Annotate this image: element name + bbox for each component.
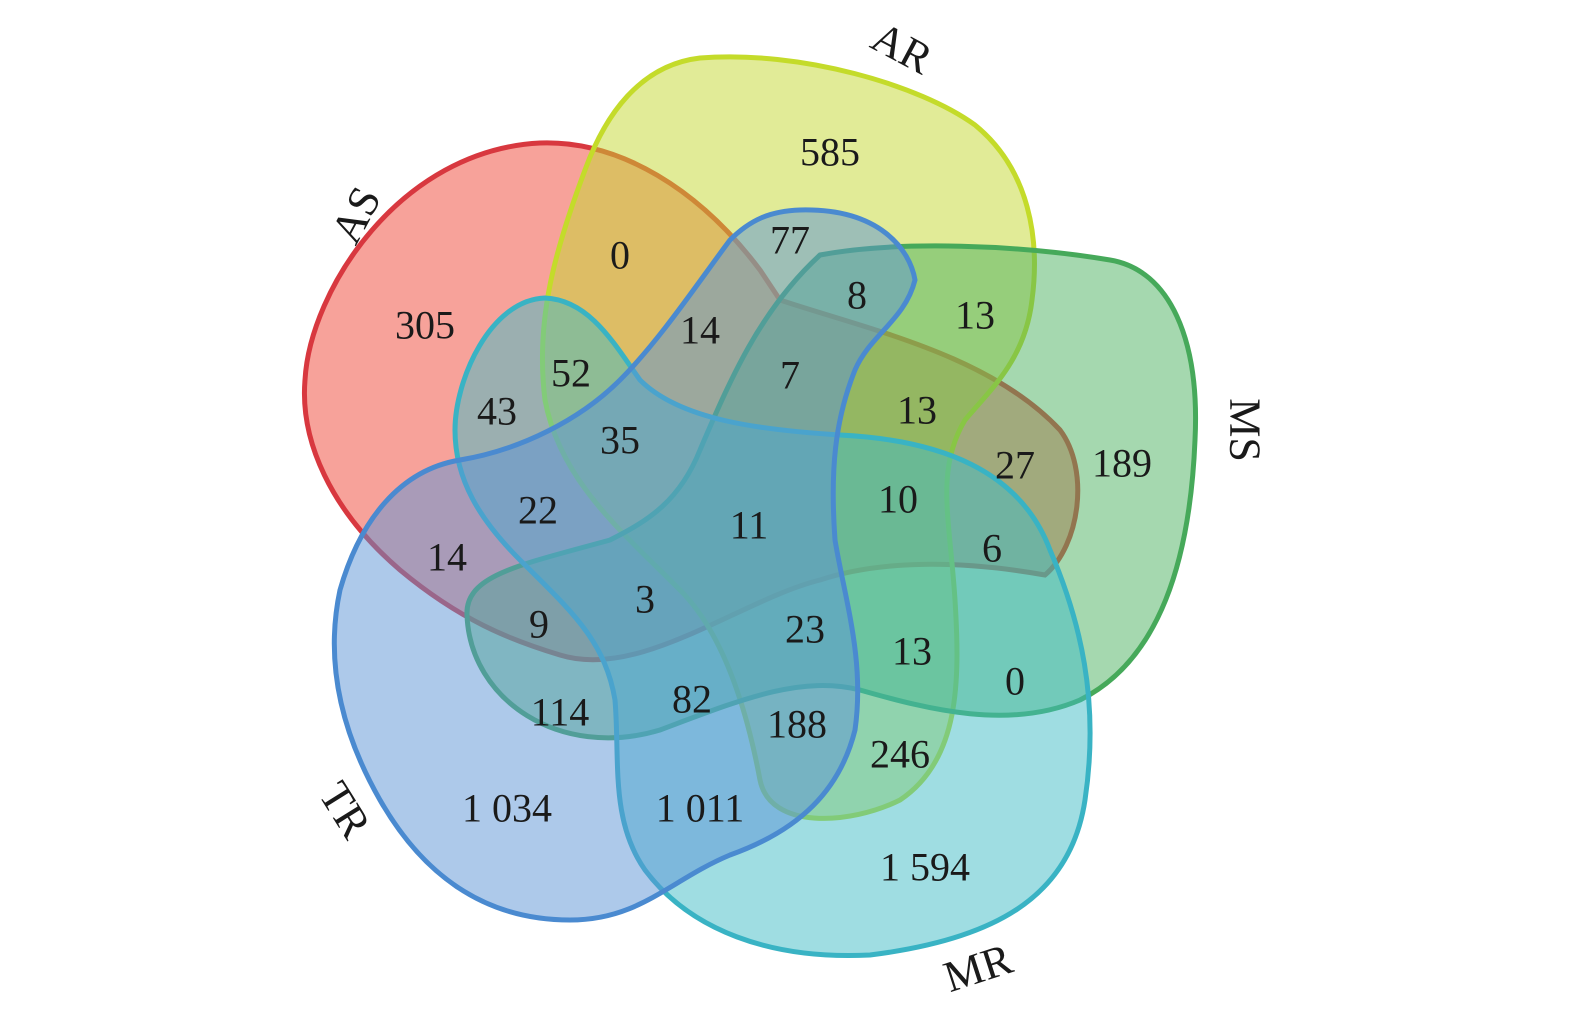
- region-count: 114: [531, 690, 590, 735]
- region-count: 0: [1005, 659, 1025, 704]
- region-count: 3: [635, 577, 655, 622]
- region-count: 11: [730, 503, 769, 548]
- set-shape-tr: [331, 207, 918, 923]
- region-count: 1 034: [462, 786, 552, 831]
- region-count: 10: [878, 477, 918, 522]
- region-count: 305: [395, 303, 455, 348]
- region-count: 246: [870, 732, 930, 777]
- region-count: 27: [995, 443, 1035, 488]
- region-count: 189: [1092, 441, 1152, 486]
- region-count: 8: [847, 273, 867, 318]
- region-count: 13: [897, 388, 937, 433]
- set-label-mr: MR: [938, 934, 1019, 1002]
- set-label-ms: MS: [1221, 398, 1270, 462]
- region-count: 43: [477, 389, 517, 434]
- region-count: 52: [551, 351, 591, 396]
- region-count: 23: [785, 607, 825, 652]
- region-count: 77: [770, 218, 810, 263]
- region-count: 1 594: [880, 845, 970, 890]
- region-count: 188: [767, 702, 827, 747]
- set-label-ar: AR: [864, 12, 942, 84]
- region-count: 7: [780, 353, 800, 398]
- region-count: 14: [427, 535, 467, 580]
- region-count: 9: [529, 602, 549, 647]
- region-count: 1 011: [656, 786, 745, 831]
- region-count: 6: [982, 526, 1002, 571]
- region-count: 0: [610, 233, 630, 278]
- region-count: 13: [955, 293, 995, 338]
- region-count: 82: [672, 677, 712, 722]
- region-count: 14: [680, 308, 720, 353]
- region-count: 22: [518, 488, 558, 533]
- region-count: 13: [892, 629, 932, 674]
- region-count: 35: [600, 418, 640, 463]
- region-count: 585: [800, 130, 860, 175]
